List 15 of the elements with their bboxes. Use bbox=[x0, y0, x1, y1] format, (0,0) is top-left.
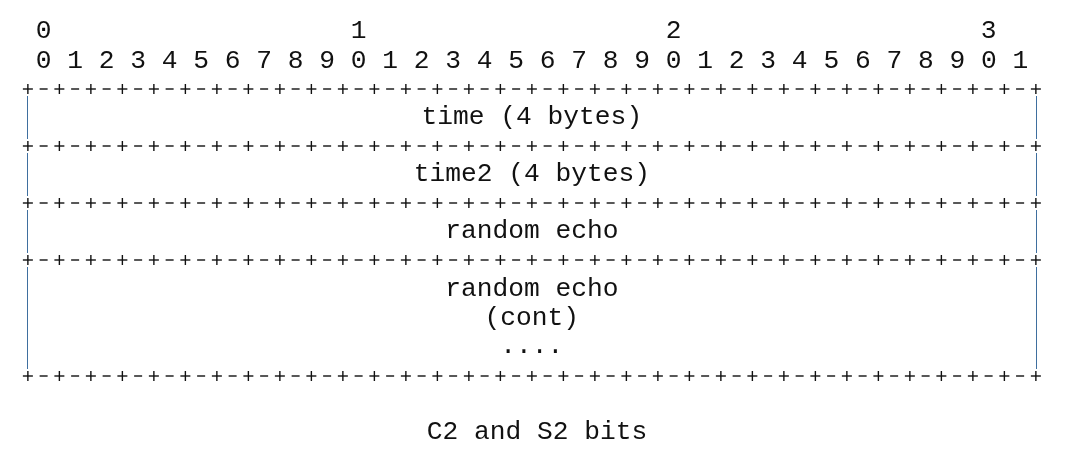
packet-field bbox=[26, 267, 1037, 369]
packet-field bbox=[26, 153, 1037, 196]
field-label: time (4 bytes) bbox=[421, 103, 643, 132]
bit-number: 3 bbox=[980, 17, 997, 46]
bit-number: 2 bbox=[665, 17, 682, 46]
caption: C2 and S2 bits bbox=[426, 418, 648, 447]
field-label: time2 (4 bytes) bbox=[413, 160, 650, 189]
bit-number: 0 1 2 3 4 5 6 7 8 9 0 1 2 3 4 5 6 7 8 9 0 1 2 3 4 5 6 7 8 9 0 1 bbox=[35, 47, 1029, 76]
bit-number: 1 bbox=[350, 17, 367, 46]
packet-field bbox=[26, 210, 1037, 253]
field-label: random echo bbox=[445, 217, 619, 246]
bit-number: 0 bbox=[35, 17, 52, 46]
packet-field bbox=[26, 96, 1037, 139]
field-label: random echo (cont) bbox=[444, 275, 620, 333]
field-label: .... bbox=[500, 332, 564, 361]
